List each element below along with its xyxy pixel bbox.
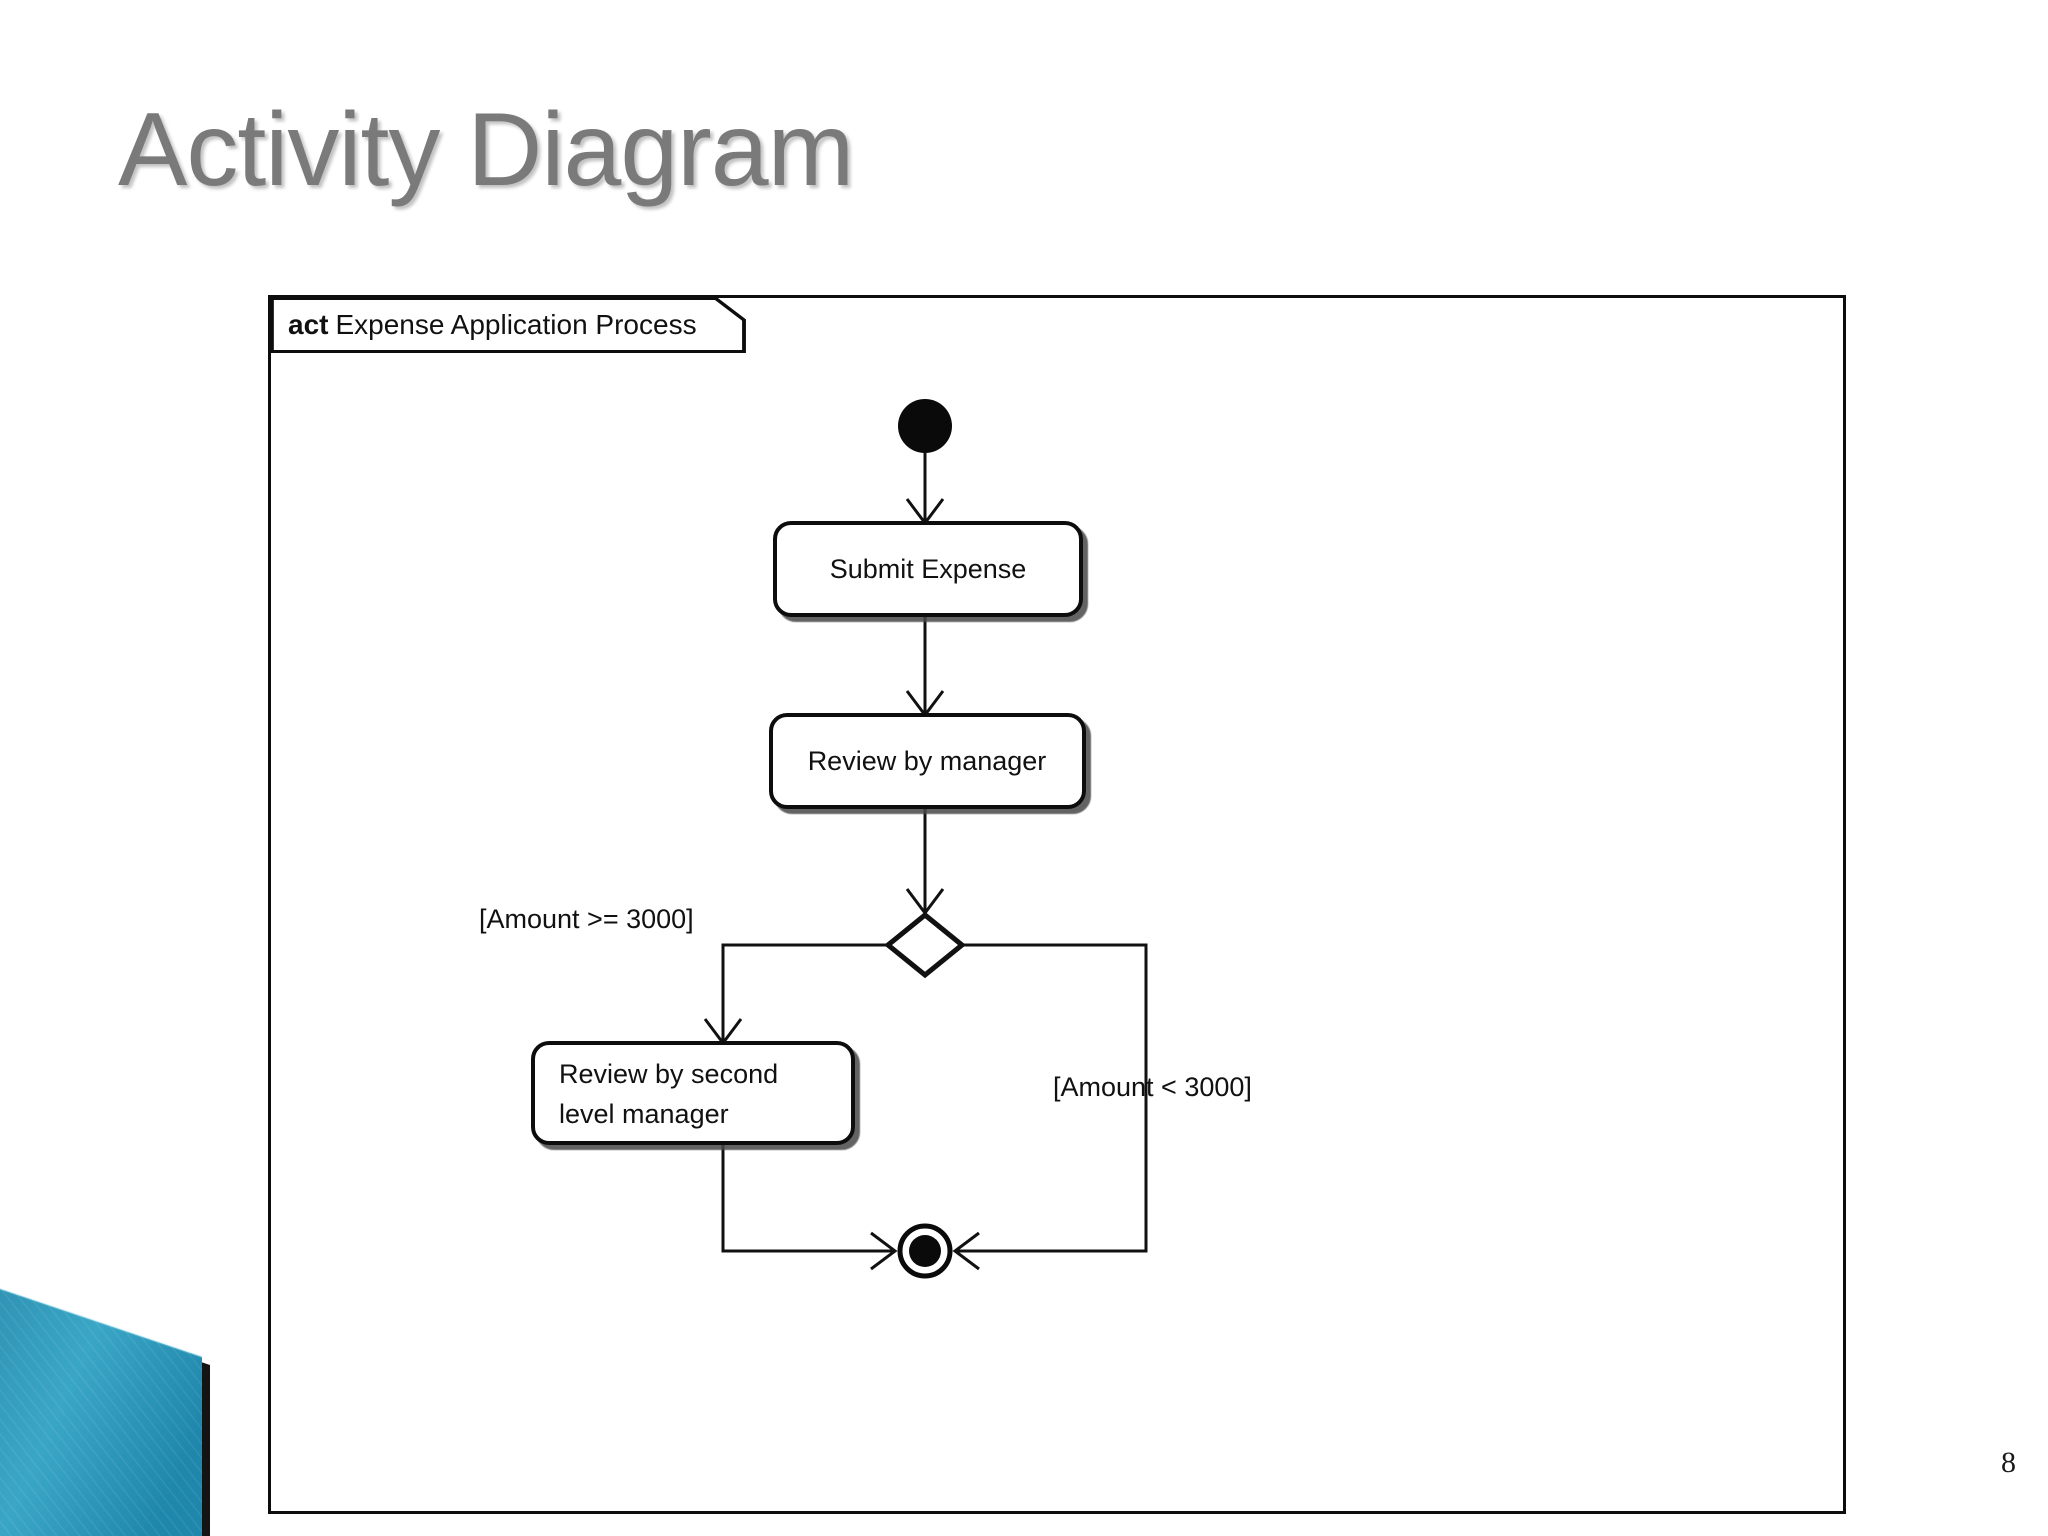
corner-decoration [0,1245,260,1536]
action-label-submit-expense: Submit Expense [830,554,1027,584]
action-node-submit-expense: Submit Expense [773,521,1083,617]
flow-review2-to-end [721,1143,898,1271]
flow-submit-to-review1 [905,615,945,718]
guard-label-amount-high: [Amount >= 3000] [479,904,694,934]
flow-decision-to-end [952,943,1148,1271]
action-node-review-by-manager: Review by manager [769,713,1086,809]
decision-node [884,911,966,979]
flow-review1-to-decision [905,807,945,916]
diagram-canvas: Submit Expense Review by manager Review … [271,298,1849,1517]
frame-tab-shape [270,297,746,353]
action-label-review2-line2: level manager [559,1099,729,1129]
frame-title-label: Expense Application Process [335,309,697,340]
page-title: Activity Diagram [118,92,854,208]
corner-wedge-graphic [0,1287,210,1536]
frame-kind-label: act [288,309,329,340]
final-node [897,1223,953,1279]
flow-decision-to-review2 [703,943,888,1046]
action-label-review-by-manager: Review by manager [808,746,1047,776]
activity-diagram-graphics: Submit Expense Review by manager Review … [479,399,1252,1279]
flow-start-to-submit [905,453,945,526]
initial-node [898,399,952,453]
action-node-review-by-second-level-manager: Review by second level manager [531,1041,855,1145]
action-label-review2-line1: Review by second [559,1059,778,1089]
guard-label-amount-low: [Amount < 3000] [1053,1072,1252,1102]
slide-number: 8 [2001,1446,2016,1479]
